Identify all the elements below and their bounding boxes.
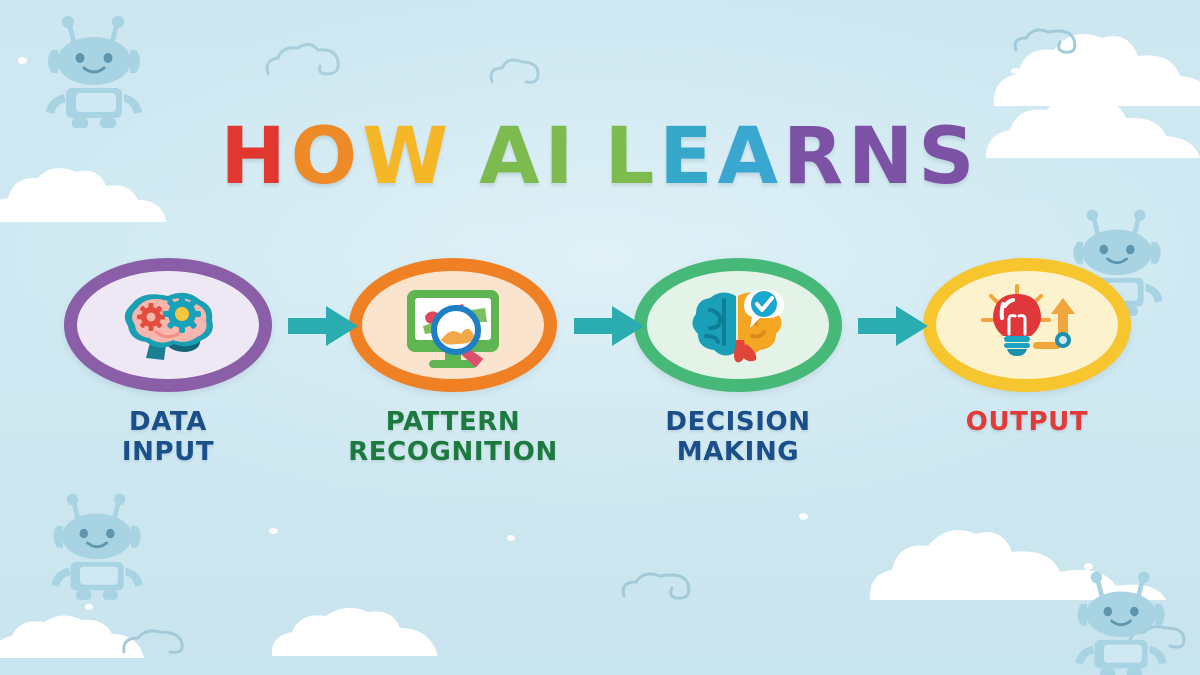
title-letter: R bbox=[782, 112, 848, 202]
title-letter: H bbox=[220, 112, 291, 202]
step-label: DECISION MAKING bbox=[665, 407, 811, 467]
monitor-magnifier-icon bbox=[401, 282, 505, 368]
title-letter: O bbox=[290, 112, 363, 202]
title-letter: W bbox=[362, 112, 454, 202]
title-letter: L bbox=[604, 112, 660, 202]
step-bubble[interactable] bbox=[64, 258, 272, 392]
title-letter: S bbox=[918, 112, 980, 202]
step-label: OUTPUT bbox=[965, 407, 1089, 437]
step-bubble[interactable] bbox=[634, 258, 842, 392]
title-letter: I bbox=[544, 112, 579, 202]
step-label: PATTERN RECOGNITION bbox=[348, 407, 558, 467]
step-bubble[interactable] bbox=[923, 258, 1131, 392]
step-pattern-recognition[interactable]: PATTERN RECOGNITION bbox=[338, 258, 568, 467]
step-data-input[interactable]: DATA INPUT bbox=[53, 258, 283, 467]
flow-arrow-3 bbox=[858, 306, 928, 346]
step-label: DATA INPUT bbox=[121, 407, 215, 467]
brain-gears-icon bbox=[116, 282, 220, 368]
title-letter: E bbox=[659, 112, 718, 202]
title-letter: N bbox=[848, 112, 919, 202]
flow-arrow-1 bbox=[288, 306, 358, 346]
step-output[interactable]: OUTPUT bbox=[912, 258, 1142, 438]
step-decision-making[interactable]: DECISION MAKING bbox=[623, 258, 853, 467]
title-letter: A bbox=[717, 112, 783, 202]
flow-arrow-2 bbox=[574, 306, 644, 346]
process-flow: DATA INPUT bbox=[0, 258, 1200, 478]
title-letter: A bbox=[479, 112, 545, 202]
split-brain-check-icon bbox=[686, 282, 790, 368]
step-bubble[interactable] bbox=[349, 258, 557, 392]
lightbulb-arrow-icon bbox=[975, 282, 1079, 368]
